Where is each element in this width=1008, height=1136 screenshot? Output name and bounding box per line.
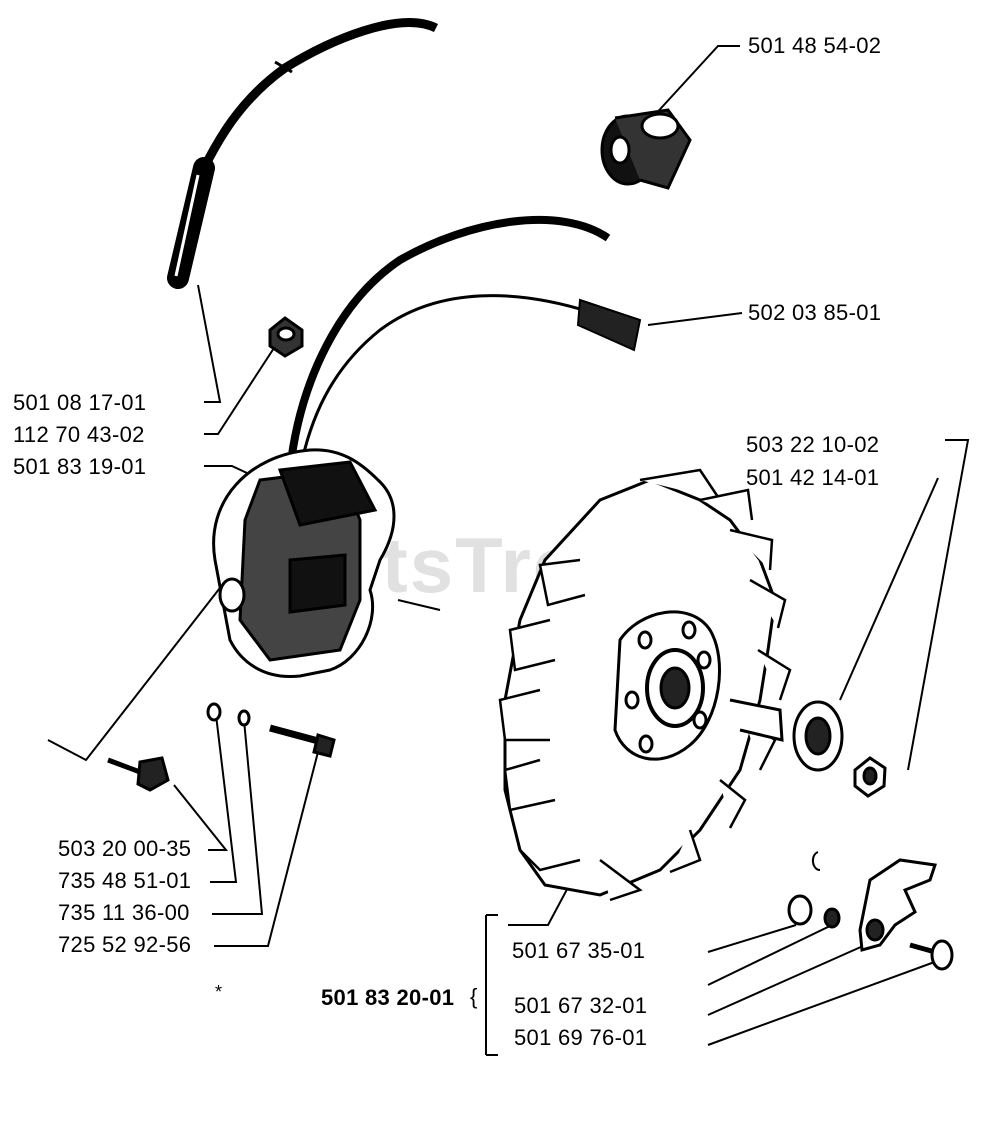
part-label-503200035: 503 20 00-35: [58, 836, 192, 861]
leader-line: [173, 784, 229, 851]
ignition-cable: [167, 18, 439, 289]
pawl-screw: [909, 939, 954, 971]
part-label-501673201: 501 67 32-01: [514, 993, 648, 1018]
leader-line: [707, 924, 797, 953]
part-label-725529256: 725 52 92-56: [58, 932, 192, 957]
leader-line: [197, 284, 222, 403]
part-label-501673501: 501 67 35-01: [512, 938, 646, 963]
asterisk-note: *: [215, 982, 223, 1002]
part-label-501081701: 501 08 17-01: [13, 390, 147, 415]
bolt: [269, 724, 336, 758]
part-label-735485101: 735 48 51-01: [58, 868, 192, 893]
leader-line: [707, 941, 873, 1016]
leader-line: [907, 439, 970, 771]
leader-line: [651, 45, 740, 119]
leader-line: [210, 714, 238, 883]
part-label-503221002: 503 22 10-02: [746, 432, 880, 457]
leader-line: [707, 959, 941, 1046]
ground-wire: [286, 215, 642, 471]
leader-line: [707, 924, 833, 986]
part-label-501831901: 501 83 19-01: [13, 454, 147, 479]
pawl-spring: [812, 851, 821, 871]
ignition-module: [212, 448, 441, 679]
part-label-502038501: 502 03 85-01: [748, 300, 882, 325]
brace-line: [485, 914, 498, 1056]
spark-plug-cap: [600, 108, 692, 190]
part-label-501832001: 501 83 20-01: [321, 985, 455, 1010]
leader-line: [212, 719, 264, 915]
group-brace: {: [470, 984, 478, 1009]
pawl-washer: [787, 894, 841, 929]
leader-line: [47, 574, 231, 762]
washer: [206, 702, 251, 727]
part-label-501485402: 501 48 54-02: [748, 33, 882, 58]
leader-line: [508, 879, 573, 926]
leader-line: [214, 751, 319, 947]
spring-washer: [792, 700, 844, 772]
part-label-501421401: 501 42 14-01: [746, 465, 880, 490]
part-label-501697601: 501 69 76-01: [514, 1025, 648, 1050]
leader-line: [647, 312, 743, 326]
screw: [107, 756, 170, 792]
leader-line: [204, 347, 275, 435]
part-label-112704302: 112 70 43-02: [13, 422, 145, 447]
leader-line: [839, 477, 939, 701]
nut: [268, 316, 304, 358]
part-label-735113600: 735 11 36-00: [58, 900, 190, 925]
flywheel: [498, 468, 792, 902]
flywheel-nut: [853, 756, 887, 798]
starter-pawl: [858, 858, 937, 952]
